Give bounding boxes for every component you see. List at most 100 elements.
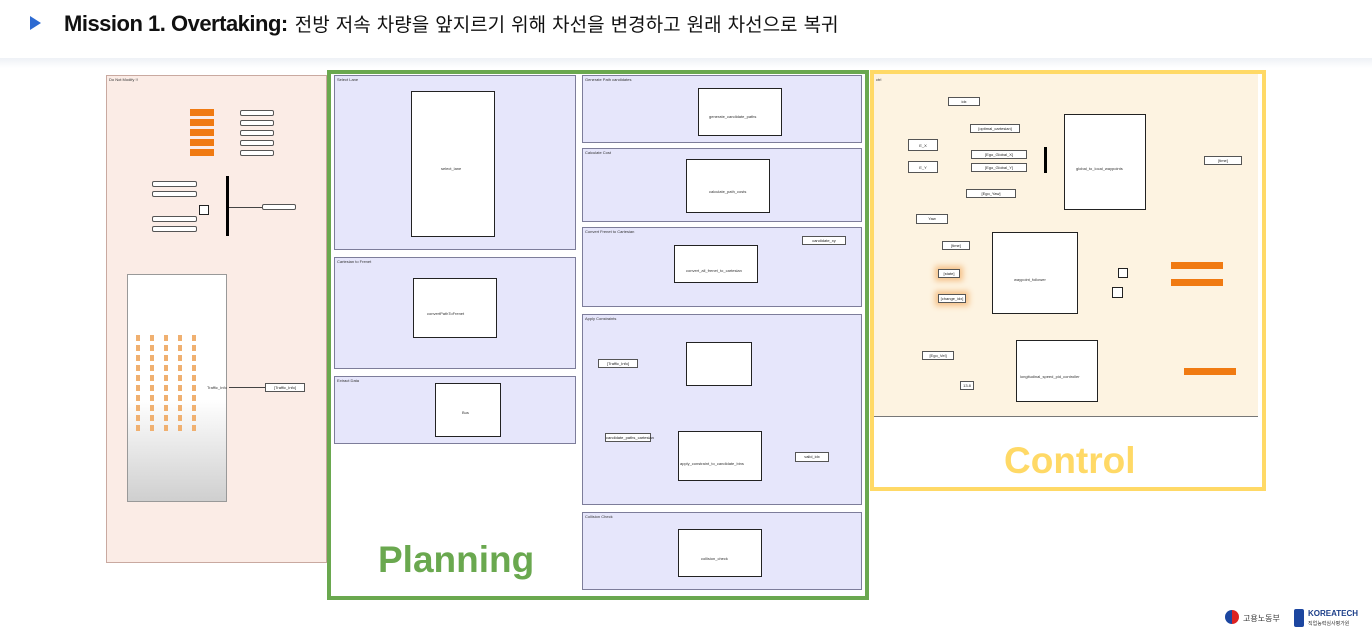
calculate-cost-block[interactable] xyxy=(686,159,770,213)
lamp-icon xyxy=(178,385,182,391)
goto-tag xyxy=(240,140,274,146)
ego-global-x-tag: [Ego_Global_X] xyxy=(971,150,1027,159)
goto-tag xyxy=(240,150,274,156)
collision-check-block[interactable] xyxy=(678,529,762,577)
lamp-icon xyxy=(192,335,196,341)
lamp-icon xyxy=(150,425,154,431)
bus-creator[interactable] xyxy=(226,176,229,236)
lamp-icon xyxy=(164,425,168,431)
lamp-icon xyxy=(164,415,168,421)
lamp-icon xyxy=(192,385,196,391)
generate-path-subsystem[interactable]: Generate Path candidates generate_candid… xyxy=(582,75,862,143)
output-bar xyxy=(190,139,214,146)
block-label: calculate_path_costs xyxy=(709,189,747,194)
select-lane-block[interactable] xyxy=(411,91,495,237)
from-tag xyxy=(152,191,197,197)
collision-check-subsystem[interactable]: Collision Check collision_check xyxy=(582,512,862,590)
lamp-icon xyxy=(150,415,154,421)
lamp-icon xyxy=(136,375,140,381)
constant-block[interactable] xyxy=(199,205,209,215)
lamp-icon xyxy=(178,365,182,371)
subsystem-caption: Select Lane xyxy=(337,77,359,82)
traffic-info-goto: [Traffic_Info] xyxy=(265,383,305,392)
moel-logo xyxy=(1225,610,1239,624)
bullet-triangle-icon xyxy=(30,16,41,30)
lamp-icon xyxy=(150,375,154,381)
control-label: Control xyxy=(1004,440,1136,481)
ego-yaw-tag: [Ego_Yaw] xyxy=(966,189,1016,198)
convert-frenet-block[interactable] xyxy=(674,245,758,283)
lamp-icon xyxy=(192,405,196,411)
koreatech-emblem xyxy=(1294,609,1304,627)
steering-output-bar xyxy=(1171,262,1223,269)
signal-wire xyxy=(229,387,265,388)
lamp-icon xyxy=(136,385,140,391)
lamp-icon xyxy=(192,415,196,421)
waypoint-follower-block[interactable] xyxy=(992,232,1078,314)
bus-selector-block[interactable] xyxy=(435,383,501,437)
lamp-icon xyxy=(192,375,196,381)
block-label: waypoint_follower xyxy=(1014,277,1046,282)
saturation-block[interactable] xyxy=(1118,268,1128,278)
from-tag xyxy=(152,181,197,187)
idx-tag: idx xyxy=(948,97,980,106)
subsystem-caption: Generate Path candidates xyxy=(585,77,632,82)
lamp-icon xyxy=(164,395,168,401)
lamp-icon xyxy=(136,395,140,401)
lamp-icon xyxy=(150,365,154,371)
from-tag xyxy=(152,226,197,232)
change-idx-tag: [change_idx] xyxy=(938,294,966,303)
lamp-icon xyxy=(150,335,154,341)
from-tag xyxy=(152,216,197,222)
mux-bar xyxy=(1044,147,1047,173)
time-from-tag: [time] xyxy=(942,241,970,250)
lamp-icon xyxy=(178,355,182,361)
frenet-to-cartesian-subsystem[interactable]: Convert Frenet to Cartesian convert_all_… xyxy=(582,227,862,307)
mission-label: Mission 1. Overtaking: xyxy=(64,11,288,36)
output-bar xyxy=(190,129,214,136)
lamp-icon xyxy=(164,345,168,351)
lamp-icon xyxy=(136,405,140,411)
pid-controller-block[interactable] xyxy=(1016,340,1098,402)
lamp-icon xyxy=(178,345,182,351)
lamp-icon xyxy=(178,375,182,381)
subsystem-caption: Calculate Cost xyxy=(585,150,612,155)
convert-path-block[interactable] xyxy=(413,278,497,338)
traffic-block[interactable] xyxy=(686,342,752,386)
ex-tag: E_X xyxy=(908,139,938,151)
mission-description: 전방 저속 차량을 앞지르기 위해 차선을 변경하고 원래 차선으로 복귀 xyxy=(294,14,839,36)
scope-block[interactable] xyxy=(1112,287,1123,298)
block-label: generate_candidate_paths xyxy=(709,114,757,119)
global-to-local-block[interactable] xyxy=(1064,114,1146,210)
lamp-icon xyxy=(150,355,154,361)
block-label: global_to_local_waypoints xyxy=(1076,166,1123,171)
apply-constraints-subsystem[interactable]: Apply Constraints [Traffic_Info] candida… xyxy=(582,314,862,505)
goto-tag xyxy=(262,204,296,210)
brake-output-bar xyxy=(1171,279,1223,286)
header-divider xyxy=(0,58,1372,68)
goto-tag xyxy=(240,120,274,126)
page-title: Mission 1. Overtaking: 전방 저속 차량을 앞지르기 위해… xyxy=(64,10,839,37)
lamp-icon xyxy=(150,395,154,401)
signal-wire xyxy=(229,207,262,208)
control-caption: ctrl xyxy=(876,77,882,82)
block-label: collision_check xyxy=(701,556,728,561)
goto-tag xyxy=(240,110,274,116)
lamp-icon xyxy=(136,335,140,341)
block-label: convert_all_frenet_to_cartesian xyxy=(686,268,742,273)
yaw-tag: Yaw xyxy=(916,214,948,224)
select-lane-subsystem[interactable]: Select Lane select_lane xyxy=(334,75,576,250)
lamp-icon xyxy=(164,405,168,411)
lamp-icon xyxy=(192,365,196,371)
lamp-grid xyxy=(136,335,206,445)
accel-output-bar xyxy=(1184,368,1236,375)
extract-data-subsystem[interactable]: Extract Data Bus xyxy=(334,376,576,444)
generate-candidate-block[interactable] xyxy=(698,88,782,136)
lamp-icon xyxy=(178,425,182,431)
apply-constraint-block[interactable] xyxy=(678,431,762,481)
cartesian-to-frenet-subsystem[interactable]: Cartesian to Frenet convertPathToFrenet xyxy=(334,257,576,369)
panel-caption: Do Not Modify !! xyxy=(109,77,138,82)
control-subsystem[interactable]: ctrl idx [optimal_cartesian] E_X [Ego_Gl… xyxy=(874,74,1258,417)
calculate-cost-subsystem[interactable]: Calculate Cost calculate_path_costs xyxy=(582,148,862,222)
lamp-icon xyxy=(178,415,182,421)
